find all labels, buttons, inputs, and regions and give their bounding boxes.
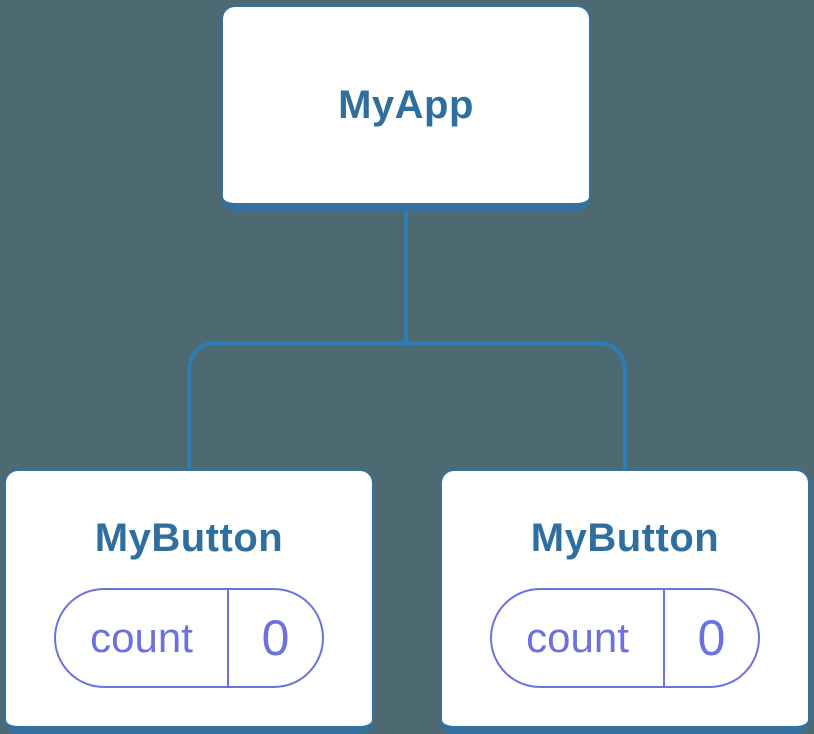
node-mybutton-left-title-row: MyButton (6, 471, 372, 605)
node-myapp-label: MyApp (338, 82, 474, 127)
state-pill-right: count 0 (490, 588, 760, 688)
connector-bracket (187, 341, 627, 472)
state-value-right: 0 (697, 610, 726, 666)
node-mybutton-left-label: MyButton (94, 515, 284, 560)
state-value-left: 0 (261, 610, 290, 666)
node-myapp: MyApp (221, 5, 591, 211)
node-mybutton-right-title-row: MyButton (442, 471, 808, 605)
node-mybutton-right: MyButton count 0 (440, 469, 810, 734)
state-key-right: count (492, 590, 665, 686)
state-pill-left: count 0 (54, 588, 324, 688)
state-key-left: count (56, 590, 229, 686)
node-mybutton-left: MyButton count 0 (4, 469, 374, 734)
node-mybutton-right-label: MyButton (530, 515, 720, 560)
